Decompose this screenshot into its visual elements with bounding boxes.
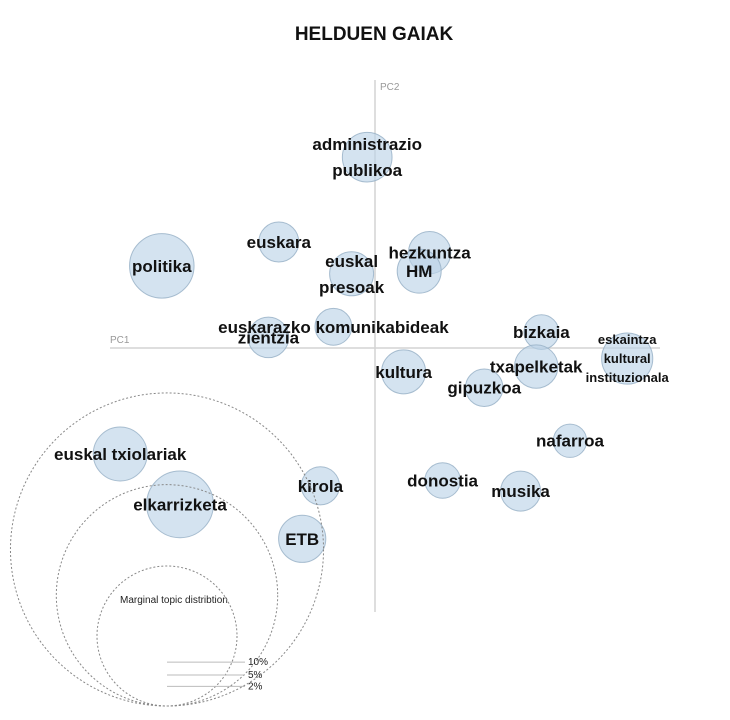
label-line: bizkaia xyxy=(513,323,570,342)
label-layer: administrazio publikoa politika euskara eusk… xyxy=(54,135,669,549)
label-bizkaia: bizkaia xyxy=(513,323,570,342)
bubble-euskal-presoak[interactable] xyxy=(329,251,375,297)
label-line: elkarrizketa xyxy=(133,495,227,514)
label-line: hezkuntza xyxy=(389,244,472,263)
label-euskal-txiolariak: euskal txiolariak xyxy=(54,445,187,464)
label-hezkuntza: hezkuntza xyxy=(389,244,472,263)
label-line: gipuzkoa xyxy=(447,379,521,398)
label-hm: HM xyxy=(406,262,432,281)
label-nafarroa: nafarroa xyxy=(536,432,605,451)
label-line: nafarroa xyxy=(536,432,605,451)
bubble-musika[interactable] xyxy=(500,470,542,512)
size-legend: Marginal topic distribtion 2%5% 10% xyxy=(9,392,325,707)
legend-circle-2 xyxy=(96,565,238,707)
bubble-hm[interactable] xyxy=(396,248,442,294)
label-eskaintza-kultural-instituzionala: eskaintza kultural instituzionala xyxy=(586,332,670,385)
label-line: administrazio xyxy=(312,135,422,154)
label-line: eskaintza xyxy=(598,332,657,347)
legend-label-10: 10% xyxy=(248,657,268,668)
label-etb: ETB xyxy=(285,530,319,549)
bubble-donostia[interactable] xyxy=(424,462,461,499)
label-line: politika xyxy=(132,257,192,276)
legend-items: 2%5% 10% xyxy=(9,392,325,707)
label-txapelketak: txapelketak xyxy=(490,358,583,377)
label-euskara: euskara xyxy=(247,233,312,252)
bubble-eskaintza-kultural-instituzionala[interactable] xyxy=(601,332,654,385)
bubble-etb[interactable] xyxy=(278,514,327,563)
label-kirola: kirola xyxy=(298,477,344,496)
label-line: donostia xyxy=(407,471,478,490)
legend-circle-10 xyxy=(9,392,325,707)
label-kultura: kultura xyxy=(375,363,432,382)
label-line: euskal xyxy=(325,252,378,271)
label-euskarazko-komunikabideak: euskarazko komunikabideak xyxy=(218,318,449,337)
label-line: instituzionala xyxy=(586,370,670,385)
pc1-axis-label: PC1 xyxy=(110,335,130,346)
legend-label-5: 5% xyxy=(248,670,263,681)
bubble-politika[interactable] xyxy=(129,233,195,299)
chart-title: HELDUEN GAIAK xyxy=(295,24,454,45)
label-line: HM xyxy=(406,262,432,281)
bubble-administrazio-publikoa[interactable] xyxy=(341,131,393,183)
label-politika: politika xyxy=(132,257,192,276)
label-line: musika xyxy=(491,482,550,501)
bubble-layer xyxy=(92,131,654,563)
label-line: ETB xyxy=(285,530,319,549)
label-musika: musika xyxy=(491,482,550,501)
label-euskal-presoak: euskal presoak xyxy=(319,252,385,297)
bubble-kultura[interactable] xyxy=(381,349,427,395)
legend-label-2: 2% xyxy=(248,681,263,692)
pc2-axis-label: PC2 xyxy=(380,82,400,93)
bubble-gipuzkoa[interactable] xyxy=(464,368,504,407)
label-donostia: donostia xyxy=(407,471,478,490)
label-line: zientzia xyxy=(238,328,300,347)
bubble-euskal-txiolariak[interactable] xyxy=(92,426,148,482)
label-line: kultural xyxy=(604,351,651,366)
label-line: euskara xyxy=(247,233,312,252)
label-gipuzkoa: gipuzkoa xyxy=(447,379,521,398)
label-line: txapelketak xyxy=(490,358,583,377)
legend-title: Marginal topic distribtion xyxy=(120,595,228,606)
bubble-euskarazko-komunikabideak[interactable] xyxy=(314,307,353,346)
bubble-nafarroa[interactable] xyxy=(552,423,588,458)
label-administrazio-publikoa: administrazio publikoa xyxy=(312,135,422,180)
bubble-elkarrizketa[interactable] xyxy=(146,470,214,539)
bubble-txapelketak[interactable] xyxy=(513,344,559,389)
label-line: kultura xyxy=(375,363,432,382)
label-zientzia: zientzia xyxy=(238,328,300,347)
bubble-zientzia[interactable] xyxy=(247,316,290,359)
label-line: kirola xyxy=(298,477,344,496)
bubble-euskara[interactable] xyxy=(258,221,300,263)
label-line: presoak xyxy=(319,278,385,297)
label-line: publikoa xyxy=(332,161,402,180)
label-line: euskal txiolariak xyxy=(54,445,187,464)
label-elkarrizketa: elkarrizketa xyxy=(133,495,227,514)
label-line: euskarazko komunikabideak xyxy=(218,318,449,337)
bubble-kirola[interactable] xyxy=(300,466,340,506)
